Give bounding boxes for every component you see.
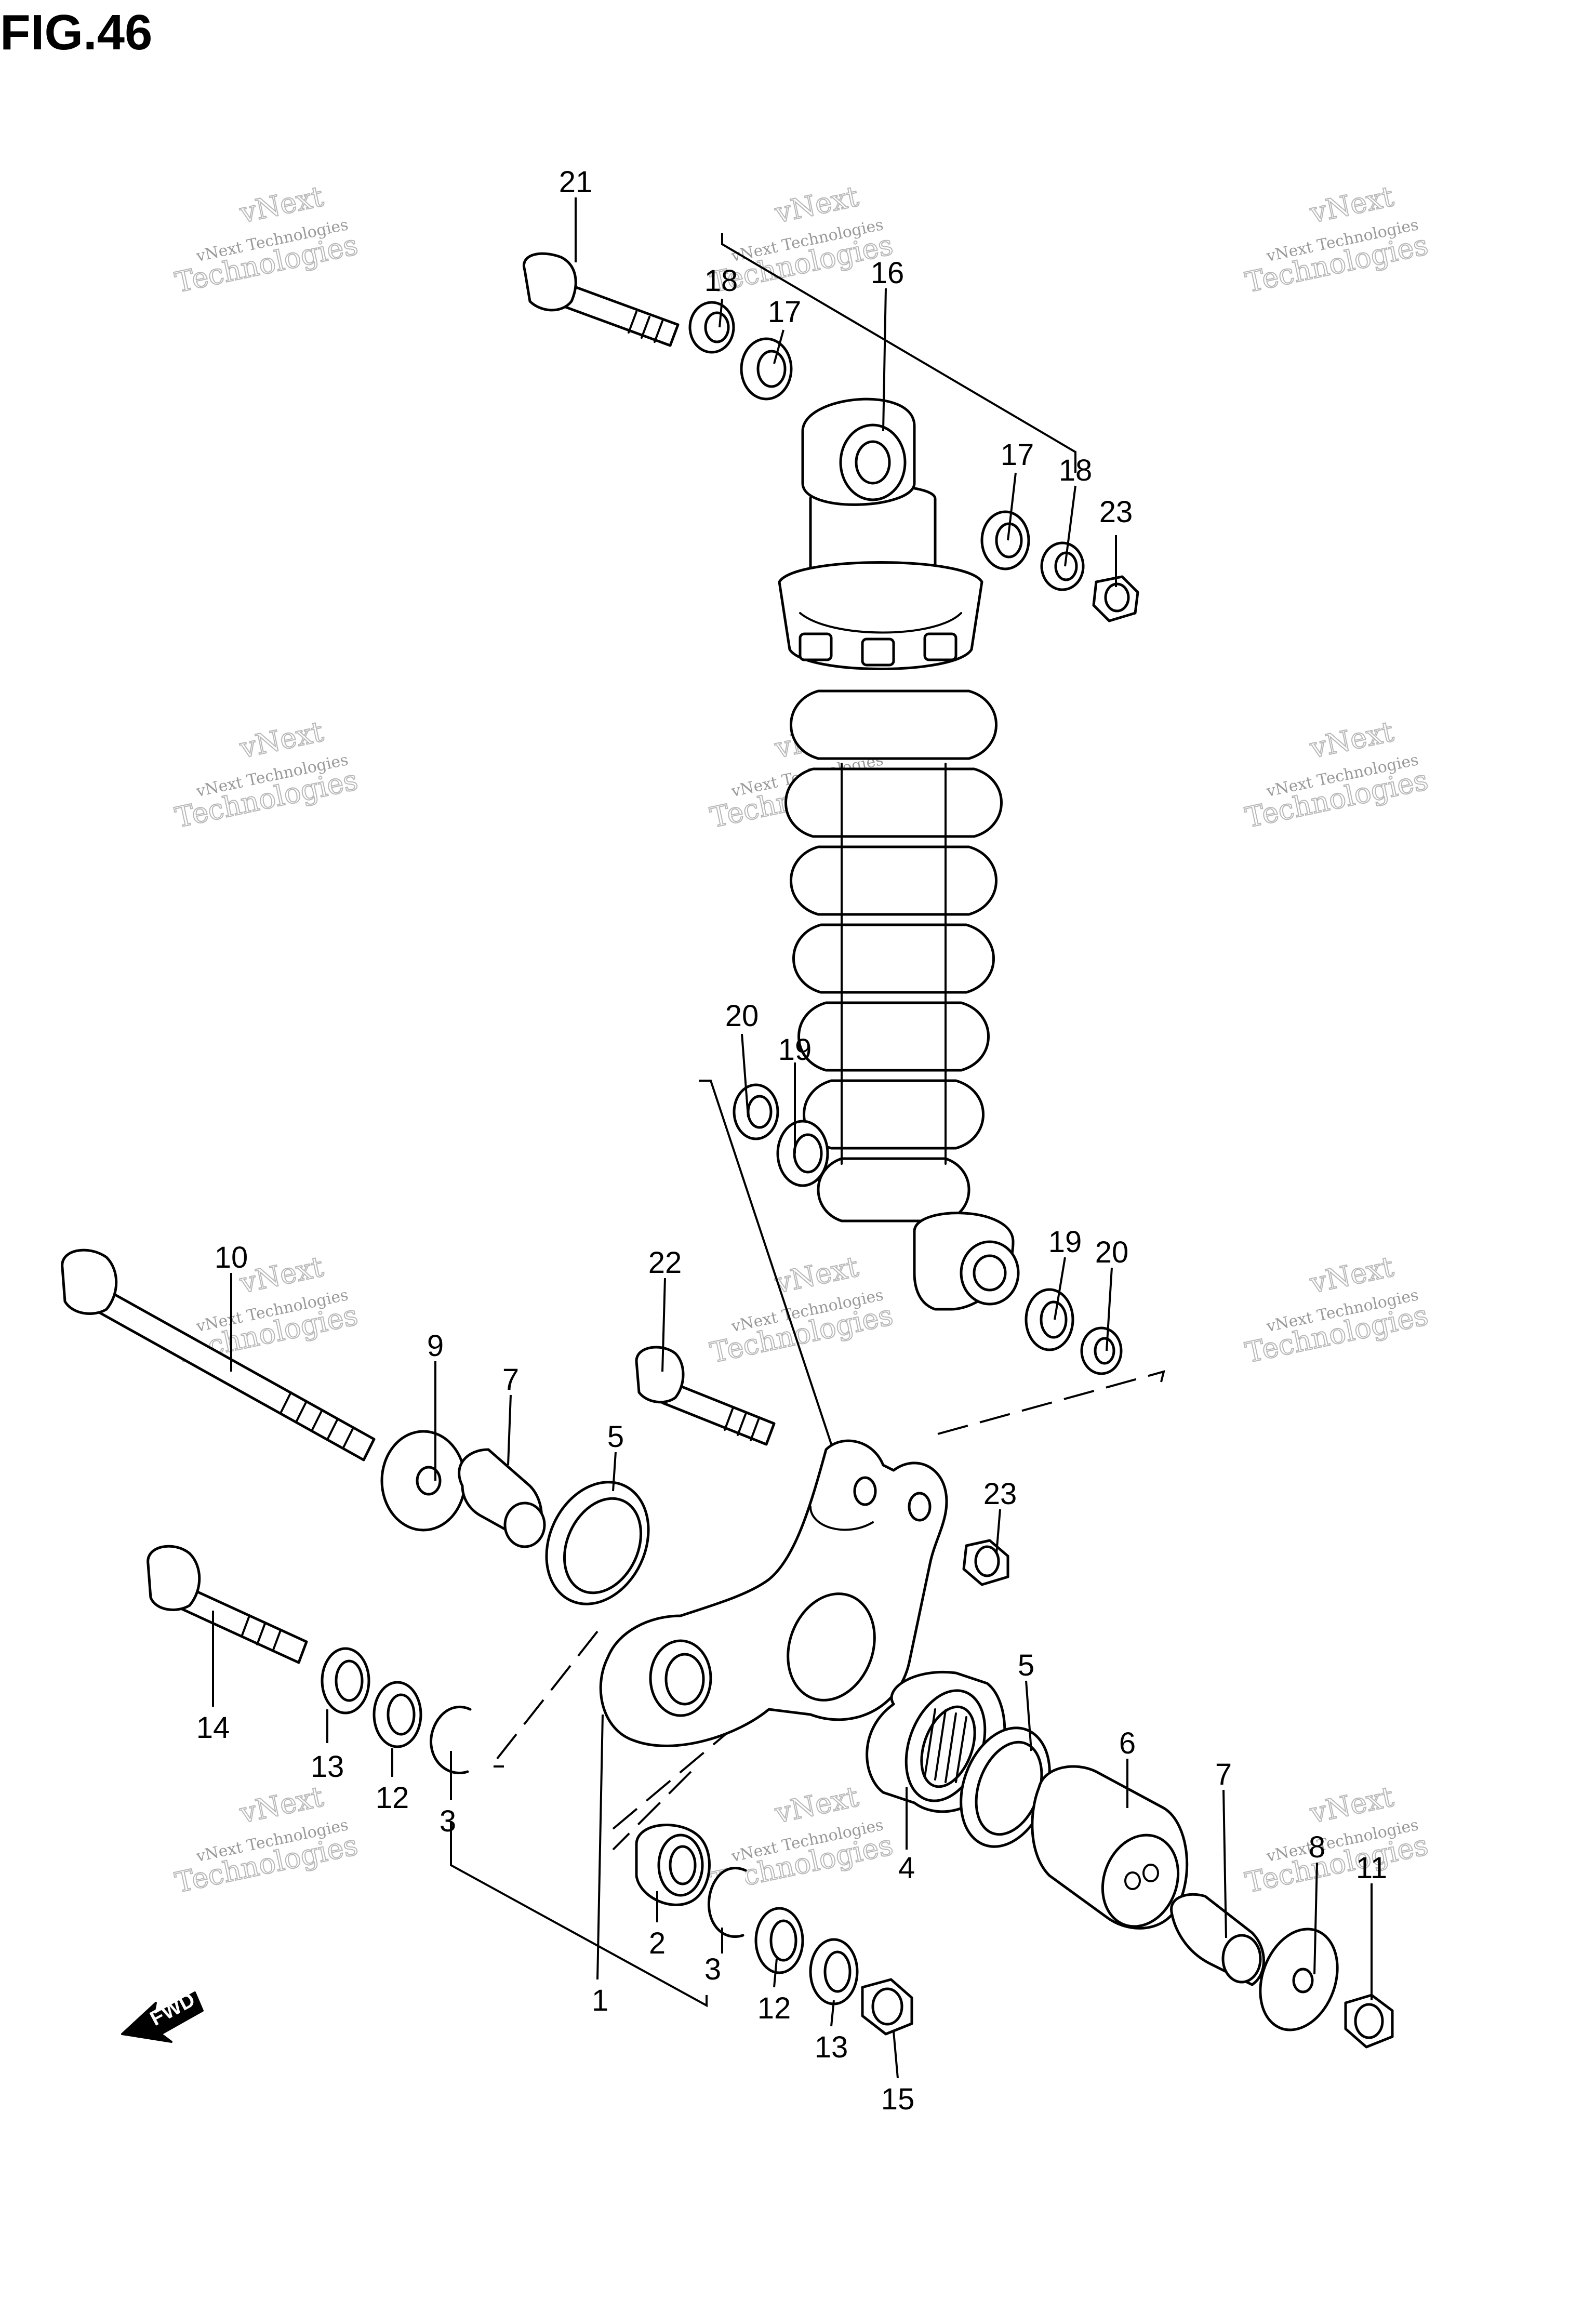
collar-7-right [1170, 1893, 1265, 1986]
callout-20: 20 [725, 999, 759, 1033]
watermark: vNext vNext Technologies Technologies [1242, 714, 1431, 834]
svg-text:vNext: vNext [236, 1780, 326, 1830]
seal-19-left [776, 1120, 829, 1187]
spacer-18-top [688, 301, 735, 354]
washer-8 [1259, 1928, 1339, 2031]
callout-19: 19 [778, 1033, 812, 1067]
watermark: vNext vNext Technologies Technologies [1242, 1779, 1431, 1899]
bolt-14 [147, 1545, 308, 1664]
callout-8: 8 [1309, 1830, 1325, 1864]
seal-12-left [373, 1681, 422, 1748]
washer-9 [380, 1430, 467, 1532]
callout-21: 21 [559, 165, 593, 199]
bolt-22 [635, 1346, 776, 1446]
nut-23-top [1092, 575, 1139, 622]
cushion-lever [599, 1439, 948, 1747]
callout-18: 18 [704, 264, 738, 298]
seal-12-lower [754, 1907, 804, 1974]
seal-5-left [545, 1481, 650, 1605]
callout-4: 4 [898, 1851, 915, 1885]
nut-15 [861, 1978, 913, 2036]
collar-7-left [458, 1448, 546, 1548]
callout-22: 22 [648, 1246, 682, 1280]
svg-text:vNext: vNext [1307, 1780, 1396, 1830]
callout-3: 3 [440, 1804, 456, 1838]
svg-text:vNext: vNext [236, 180, 326, 230]
seal-19-right [1025, 1288, 1074, 1351]
callout-1: 1 [592, 1984, 608, 2017]
svg-text:vNext: vNext [772, 180, 861, 230]
spacer-6 [1031, 1765, 1189, 1930]
watermark: vNext vNext Technologies Technologies [1242, 1250, 1431, 1370]
callout-6: 6 [1119, 1726, 1136, 1760]
spacer-18-right [1040, 541, 1085, 591]
seal-17-top [740, 337, 793, 401]
watermark: vNext vNext Technologies Technologies [707, 1250, 896, 1370]
callout-5: 5 [1018, 1649, 1034, 1682]
callout-7: 7 [502, 1363, 519, 1397]
bearing-2 [635, 1824, 711, 1906]
svg-text:vNext: vNext [1307, 715, 1396, 765]
callout-3: 3 [704, 1952, 721, 1986]
svg-text:vNext: vNext [772, 1780, 861, 1830]
nut-11 [1344, 1994, 1394, 2049]
callout-18: 18 [1059, 454, 1093, 487]
svg-text:vNext: vNext [236, 715, 326, 765]
callout-labels: 21 18 17 16 17 18 23 20 19 19 20 10 22 9… [196, 165, 1387, 2116]
spacer-20-right [1080, 1326, 1123, 1375]
leader-lines [212, 197, 1373, 2079]
callout-16: 16 [871, 256, 905, 290]
callout-15: 15 [881, 2082, 915, 2116]
spacer-13-left [321, 1647, 370, 1715]
circlip-3-lower [707, 1866, 747, 1938]
callout-13: 13 [311, 1750, 344, 1784]
fwd-arrow-icon: FWD [121, 1988, 204, 2043]
svg-text:vNext: vNext [772, 1250, 861, 1300]
callout-14: 14 [196, 1711, 230, 1745]
callout-7: 7 [1215, 1758, 1232, 1791]
callout-12: 12 [757, 1991, 791, 2025]
coil-spring [784, 689, 1003, 1223]
nut-23-lower [962, 1539, 1009, 1586]
bolt-21 [522, 252, 680, 347]
watermark: vNext vNext Technologies Technologies [171, 179, 361, 299]
callout-17: 17 [1001, 438, 1034, 472]
bolt-10 [61, 1248, 376, 1461]
svg-text:vNext: vNext [236, 1250, 326, 1300]
rear-shock-absorber [778, 397, 1020, 1311]
spacer-20-left [733, 1083, 779, 1140]
watermark: vNext vNext Technologies Technologies [171, 1779, 361, 1899]
callout-11: 11 [1356, 1851, 1387, 1885]
watermark: vNext vNext Technologies Technologies [171, 714, 361, 834]
callout-5: 5 [607, 1420, 624, 1454]
callout-12: 12 [376, 1781, 409, 1815]
svg-text:vNext: vNext [1307, 1250, 1396, 1300]
callout-2: 2 [649, 1926, 666, 1960]
figure-title: FIG.46 [0, 5, 152, 60]
watermark: vNext vNext Technologies Technologies [1242, 179, 1431, 299]
callout-9: 9 [427, 1329, 444, 1363]
callout-20: 20 [1095, 1235, 1129, 1269]
callout-23: 23 [1099, 495, 1133, 529]
callout-17: 17 [768, 295, 802, 329]
callout-10: 10 [215, 1241, 248, 1274]
callout-13: 13 [815, 2030, 848, 2064]
callout-19: 19 [1048, 1225, 1082, 1259]
svg-text:vNext: vNext [1307, 180, 1396, 230]
seal-17-right [980, 510, 1030, 570]
spacer-13-lower [809, 1938, 859, 2005]
callout-23: 23 [983, 1477, 1017, 1511]
